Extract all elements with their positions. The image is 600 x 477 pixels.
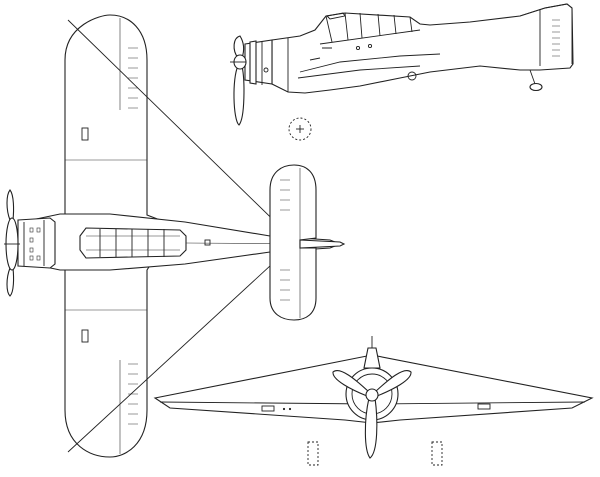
top-view — [4, 14, 346, 458]
side-fuselage — [271, 3, 574, 94]
front-canopy — [363, 347, 381, 369]
front-view — [153, 336, 594, 466]
top-engine-cowl — [17, 217, 56, 269]
top-propeller — [4, 189, 20, 297]
side-canopy — [319, 12, 421, 45]
side-propeller — [233, 35, 245, 59]
side-fin — [519, 3, 573, 66]
top-canopy — [79, 227, 187, 259]
side-landing-gear-marker — [288, 117, 312, 141]
front-gear-right — [431, 441, 443, 466]
side-view — [230, 3, 574, 141]
side-cowl-ring — [249, 40, 257, 85]
front-gear-left — [307, 441, 319, 466]
side-engine-cowling — [244, 39, 273, 85]
front-propeller — [332, 370, 412, 459]
side-tail-wheel — [529, 69, 536, 85]
